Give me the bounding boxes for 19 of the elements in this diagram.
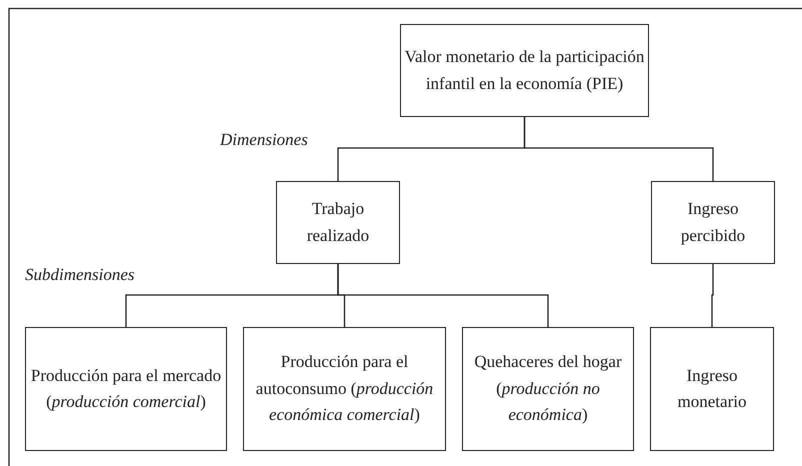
box-text: Ingreso percibido (680, 198, 746, 247)
hierarchy-box (25, 327, 227, 451)
connector-line (524, 117, 714, 181)
hierarchy-box (462, 327, 634, 451)
box-text: Producción para el autoconsumo (producción económica comercial) (254, 351, 434, 426)
hierarchy-box (400, 24, 649, 117)
hierarchy-box (650, 327, 774, 451)
hierarchy-box (276, 181, 400, 264)
box-text: Trabajo realizado (306, 198, 370, 246)
box-text: Valor monetario de la participación infantil en la economía (PIE) (404, 46, 645, 94)
box-text: Ingreso monetario (676, 364, 748, 413)
box-text: Quehaceres del hogar (producción no económica) (473, 351, 623, 426)
connector-line (711, 264, 714, 327)
connector-line (337, 264, 549, 327)
level-label: Subdimensiones (25, 265, 135, 285)
hierarchy-box (243, 327, 446, 451)
level-label: Dimensiones (220, 130, 308, 150)
hierarchy-box (651, 181, 775, 264)
box-text: Producción para el mercado (producción comercial) (30, 364, 222, 413)
